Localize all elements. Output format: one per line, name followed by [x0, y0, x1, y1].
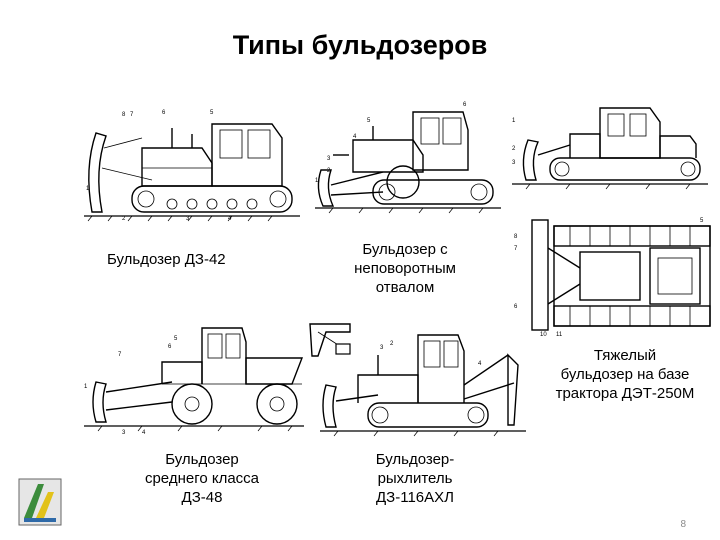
svg-text:6: 6 [162, 110, 166, 116]
caption-heavy: Тяжелый бульдозер на базе трактора ДЭТ-2… [555, 347, 695, 402]
svg-text:1: 1 [84, 384, 88, 390]
heavy-bulldozer-side-drawing: 1 2 3 [512, 107, 708, 190]
svg-text:6: 6 [463, 102, 467, 108]
svg-text:5: 5 [367, 118, 371, 124]
svg-text:2: 2 [327, 168, 331, 174]
svg-text:10: 10 [540, 332, 547, 338]
svg-text:11: 11 [556, 332, 563, 338]
svg-text:8: 8 [122, 112, 126, 118]
svg-text:5: 5 [210, 110, 214, 116]
svg-text:8: 8 [514, 234, 518, 240]
svg-text:6: 6 [168, 344, 172, 350]
page-number: 8 [680, 519, 686, 530]
heavy-bulldozer-top-drawing: 8 7 6 10 11 5 [514, 218, 711, 338]
svg-text:2: 2 [512, 146, 516, 152]
svg-text:3: 3 [186, 216, 190, 222]
svg-text:7: 7 [514, 246, 518, 252]
svg-text:3: 3 [327, 156, 331, 162]
svg-text:2: 2 [390, 341, 394, 347]
caption-dz48: Бульдозер среднего класса ДЗ-48 [144, 451, 260, 506]
svg-text:1: 1 [512, 118, 516, 124]
svg-text:3: 3 [122, 430, 126, 436]
svg-text:7: 7 [130, 112, 134, 118]
ripper-attachment-drawing [309, 323, 351, 357]
caption-dz42: Бульдозер ДЗ-42 [107, 251, 226, 268]
svg-text:4: 4 [353, 134, 357, 140]
svg-text:6: 6 [514, 304, 518, 310]
svg-text:4: 4 [142, 430, 146, 436]
svg-text:4: 4 [478, 361, 482, 367]
bulldozer-dz48-drawing: 1 7 6 5 3 4 [84, 327, 304, 436]
svg-text:7: 7 [118, 352, 122, 358]
caption-fixed-blade: Бульдозер с неповоротным отвалом [354, 241, 456, 296]
university-logo-icon [18, 478, 62, 526]
svg-text:3: 3 [512, 160, 516, 166]
svg-text:1: 1 [86, 186, 90, 192]
svg-text:2: 2 [122, 216, 126, 222]
bulldozer-ripper-dz116-drawing: 32 4 [320, 334, 526, 437]
bulldozer-fixed-blade-drawing: 6 5 4 3 2 1 [315, 102, 501, 214]
svg-text:3: 3 [380, 345, 384, 351]
svg-text:4: 4 [228, 216, 232, 222]
svg-text:1: 1 [315, 178, 319, 184]
caption-dz116: Бульдозер- рыхлитель ДЗ-116АХЛ [375, 451, 455, 506]
svg-text:5: 5 [700, 218, 704, 224]
svg-text:5: 5 [174, 336, 178, 342]
page-title: Типы бульдозеров [232, 30, 488, 60]
